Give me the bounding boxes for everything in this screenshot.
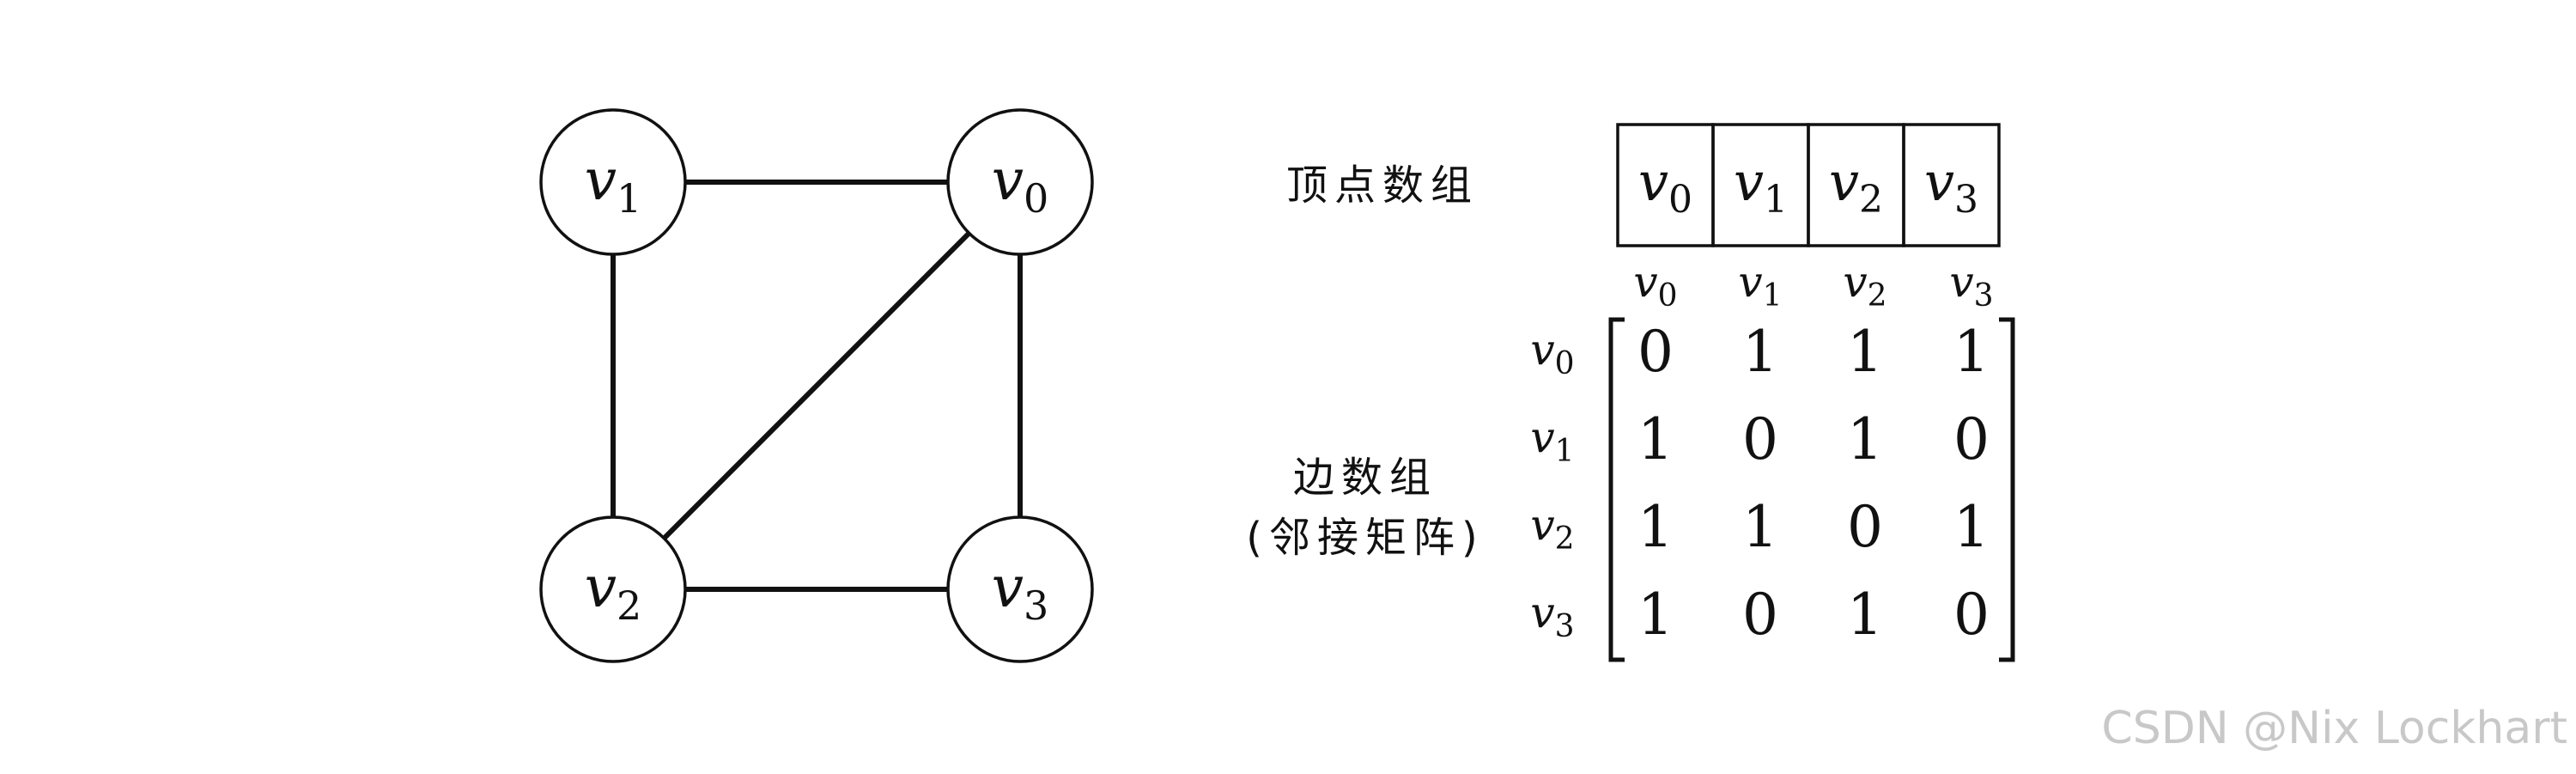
node-v0-label: v0	[992, 147, 1049, 222]
node-v3-label-base: v	[992, 554, 1024, 620]
node-v0-circle	[946, 108, 1094, 256]
matrix-row-header-0-base: v	[1530, 325, 1554, 375]
vertex-array-cell-3	[1902, 123, 2001, 247]
matrix-col-header-3-base: v	[1949, 257, 1973, 307]
vertex-array-cell-1-label-base: v	[1734, 150, 1764, 213]
vertex-array-label: 顶点数组	[1286, 162, 1479, 210]
node-v3-label: v3	[992, 554, 1049, 629]
matrix-cell-2-0: 1	[1637, 494, 1674, 560]
node-v0-label-base: v	[992, 147, 1024, 213]
adjacency-matrix: 0 1 1 1 1 0 1 0 1 1 0 1 1 0 1 0	[1637, 319, 1990, 648]
matrix-cell-0-2: 1	[1847, 319, 1883, 385]
matrix-cell-3-3: 0	[1953, 582, 1990, 648]
matrix-col-header-1-base: v	[1738, 257, 1762, 307]
matrix-cell-2-2: 0	[1847, 494, 1883, 560]
matrix-row-header-0: v0	[1530, 325, 1574, 381]
matrix-cell-1-3: 0	[1953, 406, 1990, 472]
matrix-row-header-1: v1	[1530, 412, 1574, 469]
matrix-cell-1-2: 1	[1847, 406, 1883, 472]
vertex-array-cell-0-label: v0	[1638, 150, 1692, 222]
vertex-array-cell-1-label-subscript: 1	[1764, 178, 1788, 222]
matrix-right-bracket	[1999, 317, 2015, 662]
vertex-array-cell-2-label-base: v	[1829, 150, 1859, 213]
matrix-col-header-1: v1	[1738, 257, 1782, 314]
matrix-row-header-2: v2	[1530, 500, 1574, 557]
watermark: CSDN @Nix Lockhart	[2101, 703, 2567, 754]
matrix-row-header-1-subscript: 1	[1555, 434, 1575, 469]
matrix-row-header-3: v3	[1530, 588, 1574, 644]
matrix-col-header-2-base: v	[1843, 257, 1867, 307]
matrix-row-header-2-base: v	[1530, 500, 1554, 550]
node-v0-label-subscript: 0	[1024, 175, 1048, 222]
matrix-cell-1-0: 1	[1637, 406, 1674, 472]
vertex-array-cell-3-label: v3	[1924, 150, 1978, 222]
matrix-row-header-3-base: v	[1530, 588, 1554, 637]
node-v0: v0	[946, 108, 1094, 256]
vertex-array-cell-0-label-subscript: 0	[1668, 178, 1692, 222]
node-v2: v2	[539, 515, 687, 663]
matrix-cell-0-1: 1	[1742, 319, 1778, 385]
matrix-row-header-1-base: v	[1530, 412, 1554, 462]
vertex-array-cell-3-label-subscript: 3	[1954, 178, 1978, 222]
matrix-cell-3-2: 1	[1847, 582, 1883, 648]
matrix-cell-3-1: 0	[1742, 582, 1778, 648]
matrix-cell-2-1: 1	[1742, 494, 1778, 560]
node-v3-label-subscript: 3	[1024, 582, 1048, 629]
node-v1: v1	[539, 108, 687, 256]
node-v2-label-base: v	[585, 554, 617, 620]
matrix-col-header-3-subscript: 3	[1974, 278, 1994, 314]
node-v1-label-subscript: 1	[617, 175, 641, 222]
edge-array-label-line2: (邻接矩阵)	[1246, 514, 1484, 562]
matrix-cell-1-1: 0	[1742, 406, 1778, 472]
matrix-col-header-2-subscript: 2	[1868, 278, 1887, 314]
matrix-cell-0-0: 0	[1637, 319, 1674, 385]
matrix-cell-0-3: 1	[1953, 319, 1990, 385]
vertex-array-cell-3-label-base: v	[1924, 150, 1954, 213]
matrix-cell-3-0: 1	[1637, 582, 1674, 648]
graph-edges	[611, 180, 1023, 592]
vertex-array-cell-0-label-base: v	[1638, 150, 1668, 213]
edge-v0-v2	[611, 180, 1023, 592]
matrix-row-header-2-subscript: 2	[1555, 521, 1575, 557]
matrix-col-header-1-subscript: 1	[1763, 278, 1783, 314]
matrix-col-header-2: v2	[1843, 257, 1886, 314]
node-v2-label-subscript: 2	[617, 582, 641, 629]
matrix-row-header-0-subscript: 0	[1555, 346, 1575, 381]
matrix-col-header-3: v3	[1949, 257, 1993, 314]
matrix-row-header-3-subscript: 3	[1555, 609, 1575, 644]
node-v3-circle	[946, 515, 1094, 663]
vertex-array-cell-1-label: v1	[1734, 150, 1788, 222]
matrix-left-bracket	[1608, 317, 1625, 662]
vertex-array-cell-2-label-subscript: 2	[1859, 178, 1883, 222]
node-v1-label: v1	[585, 147, 642, 222]
edge-array-label-line1: 边数组	[1293, 454, 1437, 502]
node-v2-circle	[539, 515, 687, 663]
node-v2-label: v2	[585, 554, 642, 629]
matrix-col-header-0-subscript: 0	[1658, 278, 1678, 314]
node-v1-circle	[539, 108, 687, 256]
vertex-array-cell-2-label: v2	[1829, 150, 1883, 222]
matrix-cell-2-3: 1	[1953, 494, 1990, 560]
matrix-col-header-0: v0	[1633, 257, 1677, 314]
node-v1-label-base: v	[585, 147, 617, 213]
matrix-col-header-0-base: v	[1633, 257, 1657, 307]
node-v3: v3	[946, 515, 1094, 663]
